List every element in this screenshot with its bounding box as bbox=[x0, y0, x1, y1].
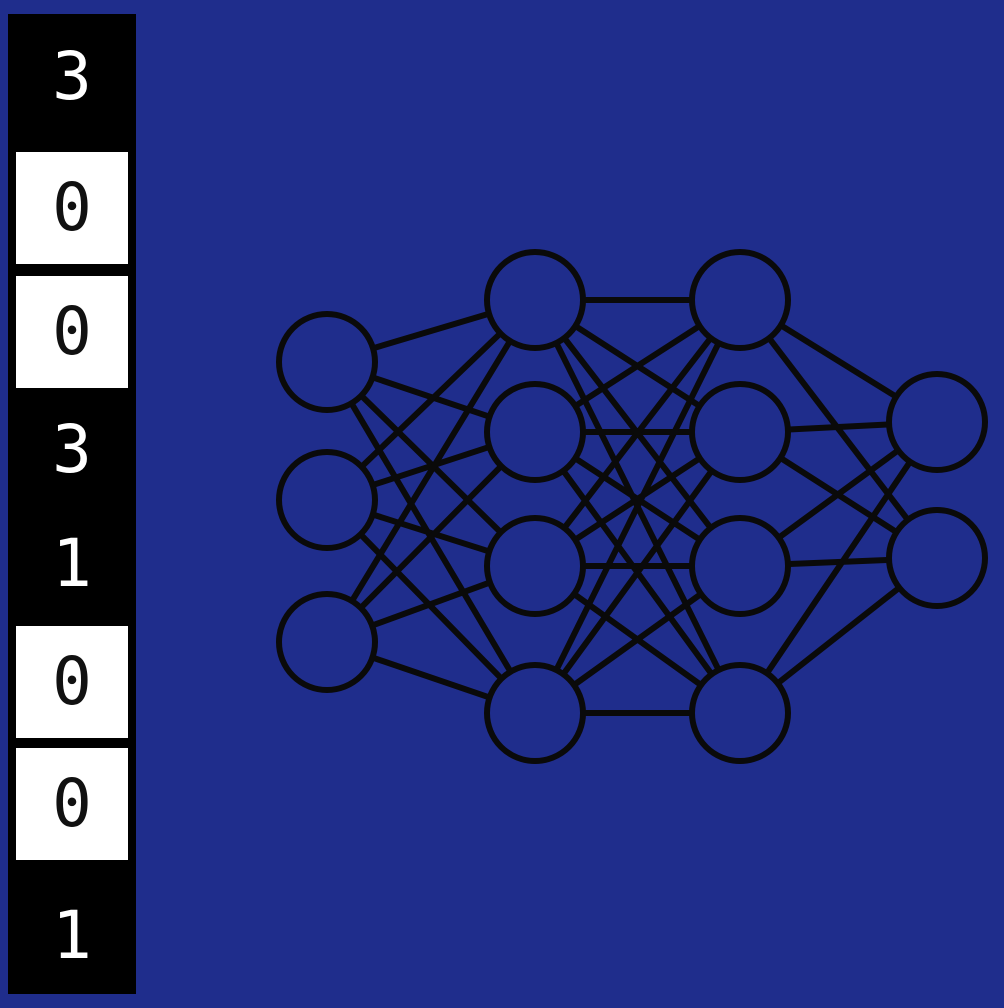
network-edge bbox=[737, 420, 940, 715]
strip-cell: 1 bbox=[52, 897, 92, 974]
network-node bbox=[276, 591, 378, 693]
strip-cell: 0 bbox=[16, 748, 128, 860]
network-node bbox=[276, 449, 378, 551]
network-node bbox=[484, 662, 586, 764]
network-node bbox=[886, 507, 988, 609]
strip-cell: 0 bbox=[16, 152, 128, 264]
network-node bbox=[484, 515, 586, 617]
network-node bbox=[689, 515, 791, 617]
network-node bbox=[689, 381, 791, 483]
strip-cell: 1 bbox=[52, 525, 92, 602]
network-nodes bbox=[276, 249, 988, 764]
network-edge bbox=[324, 298, 538, 644]
network-node bbox=[689, 249, 791, 351]
network-connections bbox=[324, 297, 940, 716]
network-node bbox=[276, 311, 378, 413]
network-node bbox=[484, 249, 586, 351]
network-node bbox=[484, 381, 586, 483]
strip-cell: 0 bbox=[16, 626, 128, 738]
network-edge bbox=[532, 298, 743, 568]
network-edge bbox=[532, 298, 743, 715]
network-edge bbox=[532, 430, 743, 715]
strip-cell: 3 bbox=[52, 38, 92, 115]
number-strip: 3 0 0 3 1 0 0 1 bbox=[8, 14, 136, 994]
strip-cell: 0 bbox=[16, 276, 128, 388]
network-node bbox=[689, 662, 791, 764]
network-node bbox=[886, 371, 988, 473]
strip-cell: 3 bbox=[52, 411, 92, 488]
